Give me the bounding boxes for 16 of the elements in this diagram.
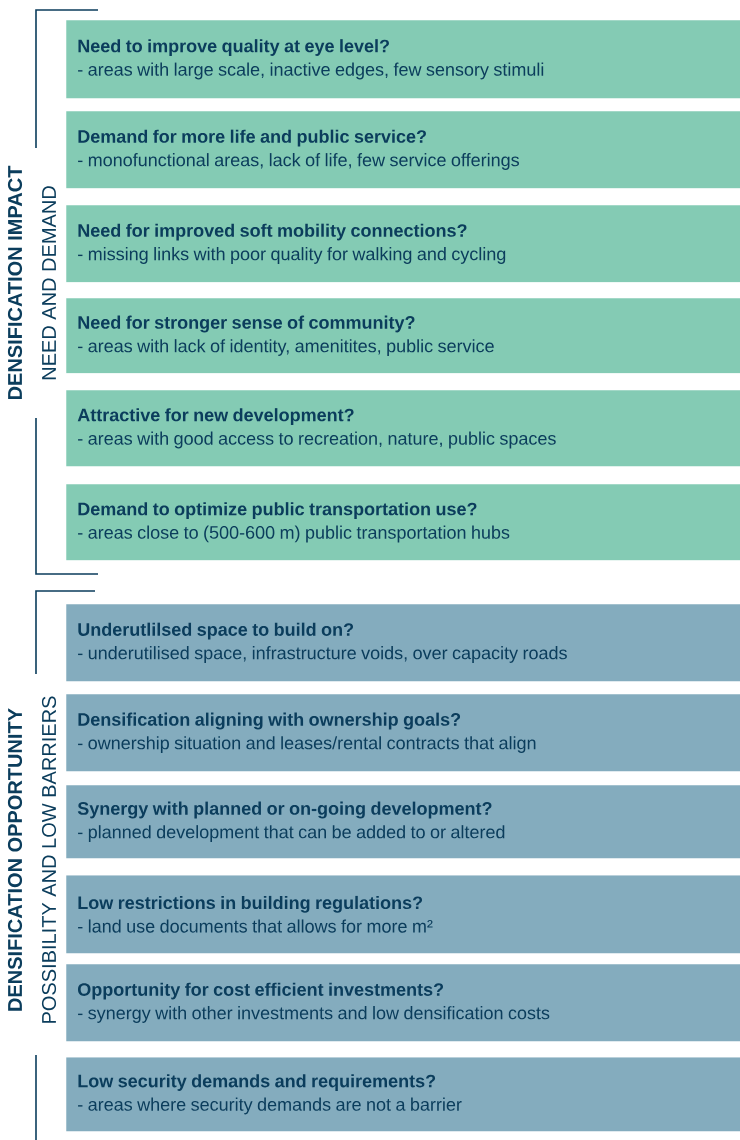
question-box: Low security demands and requirements? - areas where security demands are not a barrier: [66, 1057, 740, 1132]
question-box: Demand to optimize public transportation use? - areas close to (500-600 m) public transportation hubs: [66, 484, 740, 561]
question-box: Need for stronger sense of community? - areas with lack of identity, amenitites, public service: [66, 298, 740, 374]
group-label: DENSIFICATION OPPORTUNITY: [7, 708, 23, 1011]
question-box: Synergy with planned or on-going development? - planned development that can be added to or altered: [66, 785, 740, 859]
question-box: Need to improve quality at eye level? - areas with large scale, inactive edges, few sensory stimuli: [66, 20, 740, 99]
question-box: Densification aligning with ownership goals? - ownership situation and leases/rental contracts that align: [66, 694, 740, 772]
question-box: Need for improved soft mobility connections? - missing links with poor quality for walking and cycling: [66, 205, 740, 283]
question-box: Opportunity for cost efficient investments? - synergy with other investments and low densification costs: [66, 964, 740, 1042]
group-label: POSSIBILITY AND LOW BARRIERS: [41, 696, 57, 1023]
question-box: Attractive for new development? - areas with good access to recreation, nature, public spaces: [66, 390, 740, 467]
question-box: Demand for more life and public service? - monofunctional areas, lack of life, few service offerings: [66, 111, 740, 189]
question-box: Low restrictions in building regulations? - land use documents that allows for more m²: [66, 875, 740, 954]
group-label: NEED AND DEMAND: [42, 186, 56, 380]
group-label: DENSIFICATION IMPACT: [7, 165, 23, 400]
question-box: Underutlilsed space to build on? - underutilised space, infrastructure voids, over capacity roads: [66, 604, 740, 682]
